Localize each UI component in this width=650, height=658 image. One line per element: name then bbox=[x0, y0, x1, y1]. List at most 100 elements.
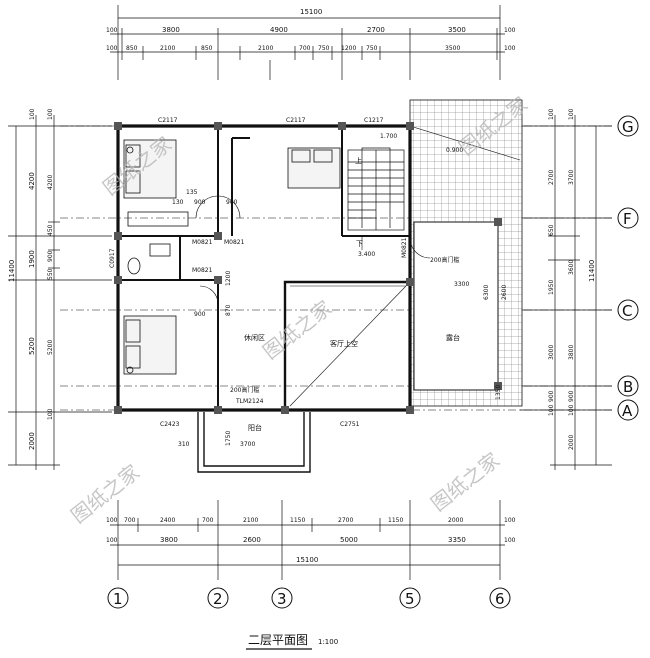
room-leisure: 休闲区 bbox=[244, 333, 265, 342]
svg-text:2000: 2000 bbox=[448, 517, 463, 524]
svg-text:M0821: M0821 bbox=[401, 237, 408, 258]
room-labels: 休闲区 客厅上空 露台 阳台 bbox=[244, 333, 460, 432]
svg-text:130: 130 bbox=[172, 199, 184, 206]
svg-text:2600: 2600 bbox=[243, 536, 261, 544]
svg-text:3800: 3800 bbox=[162, 26, 180, 34]
svg-text:1: 1 bbox=[113, 590, 123, 608]
svg-text:3300: 3300 bbox=[454, 281, 469, 288]
svg-text:135: 135 bbox=[186, 189, 198, 196]
svg-text:100: 100 bbox=[504, 537, 516, 544]
svg-text:1350: 1350 bbox=[495, 385, 502, 400]
dim-bottom-mid: 100 3800 2600 5000 3350 100 bbox=[106, 536, 516, 544]
axis-bubble-1: 1 bbox=[107, 587, 129, 609]
bed-room-2 bbox=[287, 147, 341, 189]
svg-text:4900: 4900 bbox=[270, 26, 288, 34]
svg-text:6300: 6300 bbox=[483, 285, 490, 300]
svg-text:C2117: C2117 bbox=[158, 117, 178, 124]
door-labels: M0821 M0821 M0821 M0821 200高门槛 TLM2124 2… bbox=[192, 237, 459, 405]
drawing-title: 二层平面图 1:100 bbox=[246, 633, 338, 650]
front-balcony bbox=[197, 412, 311, 473]
svg-text:11400: 11400 bbox=[588, 260, 596, 282]
svg-text:F: F bbox=[623, 210, 632, 228]
dim-top-mid: 100 3800 4900 2700 3500 100 bbox=[106, 26, 516, 34]
axis-bubble-6: 6 bbox=[489, 587, 511, 609]
svg-text:900: 900 bbox=[194, 199, 206, 206]
svg-text:3800: 3800 bbox=[160, 536, 178, 544]
svg-text:100: 100 bbox=[106, 27, 118, 34]
axis-bubble-5: 5 bbox=[399, 587, 421, 609]
svg-text:图纸之家: 图纸之家 bbox=[426, 448, 504, 516]
svg-text:5: 5 bbox=[405, 590, 415, 608]
svg-text:M0821: M0821 bbox=[224, 239, 245, 246]
svg-text:C2117: C2117 bbox=[286, 117, 306, 124]
terrace-tiles bbox=[409, 99, 523, 407]
room-balcony: 阳台 bbox=[248, 423, 262, 432]
svg-text:2000: 2000 bbox=[568, 435, 575, 450]
svg-text:2600: 2600 bbox=[501, 285, 508, 300]
svg-text:C1217: C1217 bbox=[364, 117, 384, 124]
room-terrace: 露台 bbox=[446, 333, 460, 342]
svg-text:700: 700 bbox=[299, 45, 311, 52]
svg-text:M0821: M0821 bbox=[192, 267, 213, 274]
svg-text:3350: 3350 bbox=[448, 536, 466, 544]
svg-text:3: 3 bbox=[277, 590, 287, 608]
svg-text:C2423: C2423 bbox=[160, 421, 180, 428]
svg-text:900: 900 bbox=[226, 199, 238, 206]
svg-text:3.400: 3.400 bbox=[358, 251, 375, 258]
svg-text:870: 870 bbox=[225, 304, 232, 316]
svg-text:C: C bbox=[622, 302, 632, 320]
svg-text:2100: 2100 bbox=[243, 517, 258, 524]
svg-text:M0821: M0821 bbox=[192, 239, 213, 246]
top-dimensions bbox=[110, 5, 505, 80]
svg-text:100: 100 bbox=[106, 537, 118, 544]
svg-text:3700: 3700 bbox=[568, 170, 575, 185]
svg-text:900: 900 bbox=[568, 390, 575, 402]
plan-title: 二层平面图 bbox=[248, 633, 308, 647]
plan-scale: 1:100 bbox=[318, 638, 338, 646]
dim-bottom-inner: 100 700 2400 700 2100 1150 2700 1150 200… bbox=[106, 517, 516, 524]
svg-text:1.700: 1.700 bbox=[380, 133, 397, 140]
staircase bbox=[347, 147, 405, 231]
svg-text:2700: 2700 bbox=[548, 170, 555, 185]
svg-text:2400: 2400 bbox=[160, 517, 175, 524]
stair-labels: 上 下 1.700 3.400 0.900 bbox=[355, 133, 463, 258]
svg-text:700: 700 bbox=[202, 517, 214, 524]
window-labels: C2117 C2117 C1217 C2423 C2751 C0917 bbox=[109, 117, 384, 428]
svg-text:700: 700 bbox=[124, 517, 136, 524]
svg-text:11400: 11400 bbox=[8, 260, 16, 282]
svg-text:3600: 3600 bbox=[568, 260, 575, 275]
dim-bottom-total: 15100 bbox=[296, 556, 318, 564]
svg-text:6: 6 bbox=[495, 590, 505, 608]
svg-text:C2751: C2751 bbox=[340, 421, 360, 428]
svg-text:100: 100 bbox=[504, 45, 516, 52]
axis-bubble-2: 2 bbox=[207, 587, 229, 609]
bed-room-3 bbox=[123, 315, 177, 375]
svg-text:850: 850 bbox=[126, 45, 138, 52]
svg-text:100: 100 bbox=[106, 517, 118, 524]
svg-text:5000: 5000 bbox=[340, 536, 358, 544]
svg-text:3800: 3800 bbox=[568, 345, 575, 360]
axis-bubble-F: F bbox=[617, 207, 639, 229]
svg-text:1150: 1150 bbox=[290, 517, 305, 524]
svg-text:100: 100 bbox=[568, 404, 575, 416]
svg-text:900: 900 bbox=[194, 311, 206, 318]
structural-columns bbox=[114, 122, 502, 414]
svg-text:3500: 3500 bbox=[448, 26, 466, 34]
svg-text:850: 850 bbox=[201, 45, 213, 52]
svg-text:200高门槛: 200高门槛 bbox=[230, 386, 259, 394]
svg-text:900: 900 bbox=[47, 250, 54, 262]
svg-text:5200: 5200 bbox=[28, 337, 36, 355]
svg-text:1900: 1900 bbox=[28, 250, 36, 268]
svg-text:3700: 3700 bbox=[240, 441, 255, 448]
axis-bubble-G: G bbox=[617, 115, 639, 137]
svg-text:1200: 1200 bbox=[341, 45, 356, 52]
svg-text:100: 100 bbox=[504, 517, 516, 524]
svg-text:0.900: 0.900 bbox=[446, 147, 463, 154]
svg-text:2100: 2100 bbox=[160, 45, 175, 52]
svg-text:4200: 4200 bbox=[47, 175, 54, 190]
bottom-dimensions bbox=[110, 500, 505, 580]
door-swings bbox=[195, 195, 431, 305]
svg-text:100: 100 bbox=[568, 108, 575, 120]
svg-text:C0917: C0917 bbox=[109, 248, 116, 268]
